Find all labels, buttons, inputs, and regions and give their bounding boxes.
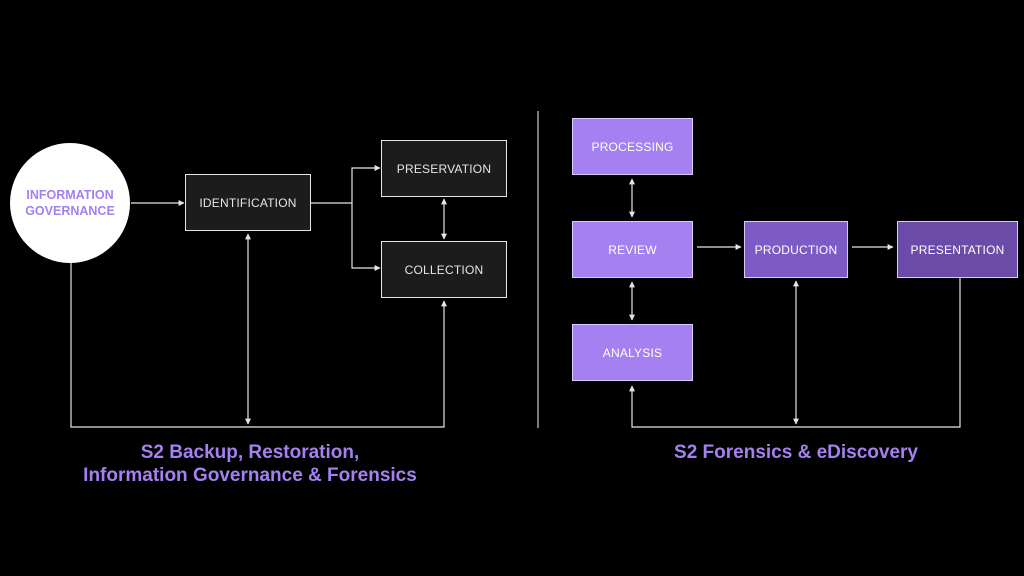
- preservation-box: PRESERVATION: [381, 140, 507, 197]
- right-panel-caption: S2 Forensics & eDiscovery: [674, 442, 918, 463]
- collection-box: COLLECTION: [381, 241, 507, 298]
- arrow-to-preservation: [351, 165, 381, 203]
- production-box: PRODUCTION: [744, 221, 848, 278]
- connector-right-loop: [629, 278, 961, 428]
- review-box: REVIEW: [572, 221, 693, 278]
- presentation-box: PRESENTATION: [897, 221, 1018, 278]
- identification-box: IDENTIFICATION: [185, 174, 311, 231]
- processing-box: PROCESSING: [572, 118, 693, 175]
- connector-left-loop: [70, 263, 447, 428]
- analysis-box: ANALYSIS: [572, 324, 693, 381]
- information-governance-node: INFORMATION GOVERNANCE: [10, 143, 130, 263]
- left-panel-caption: S2 Backup, Restoration, Information Gove…: [83, 442, 417, 486]
- arrow-to-collection: [351, 203, 381, 271]
